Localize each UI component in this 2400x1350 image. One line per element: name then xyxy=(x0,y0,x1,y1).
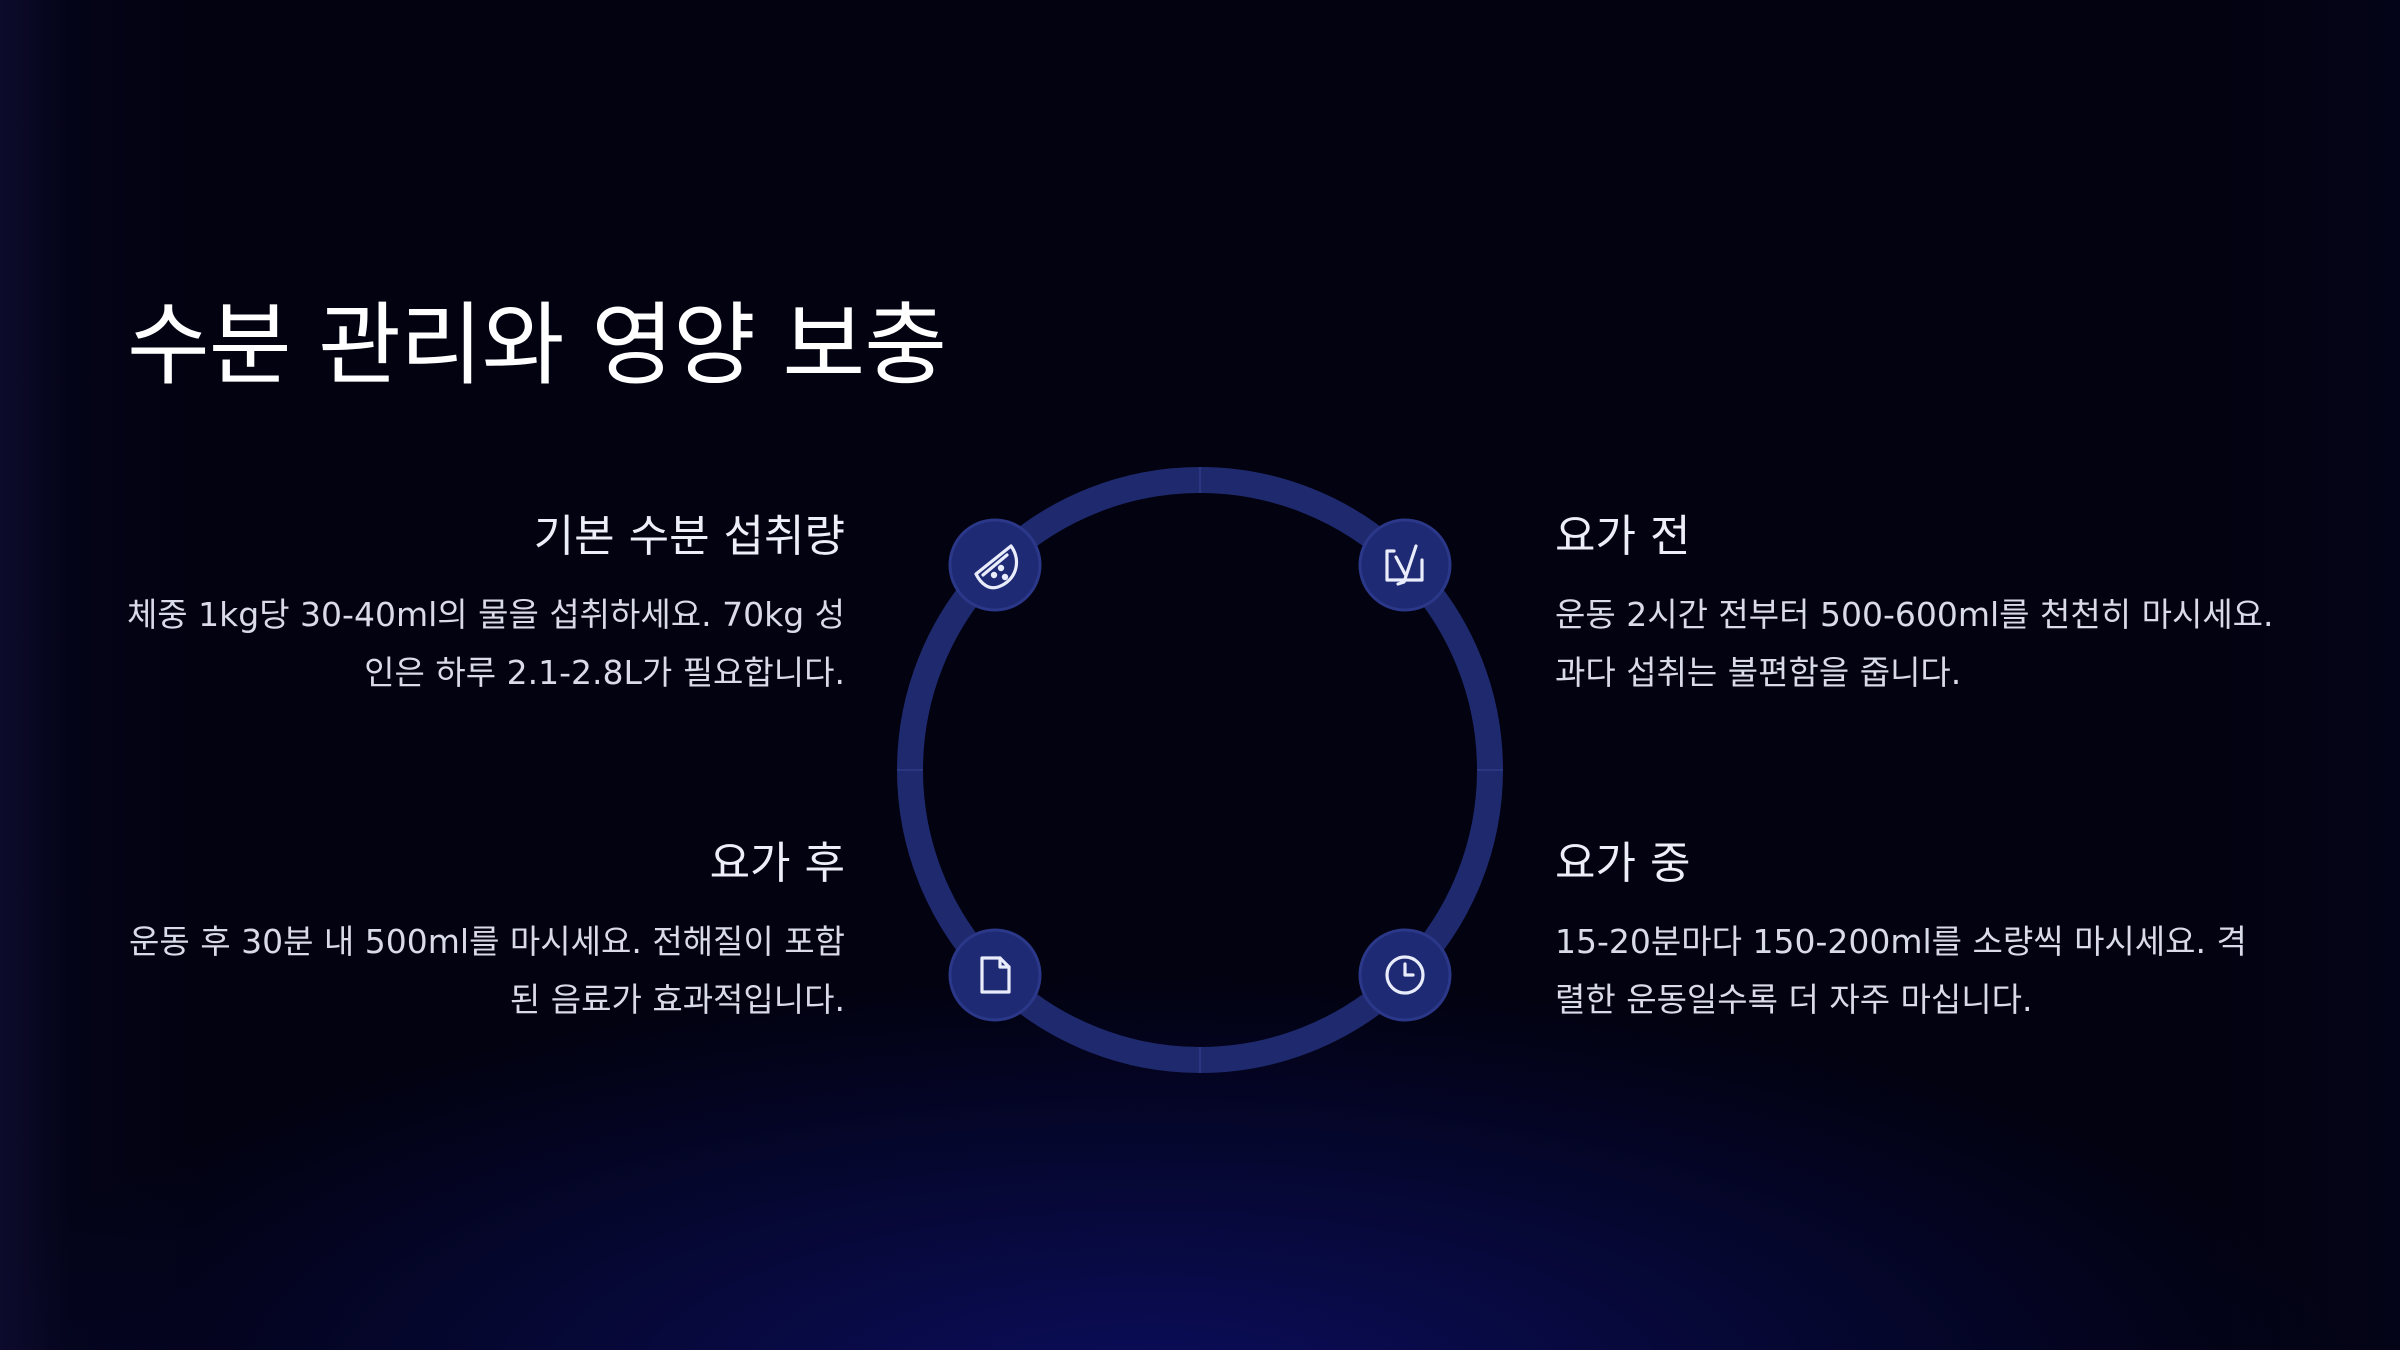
during-yoga-heading: 요가 중 xyxy=(1555,838,1691,889)
after-yoga-heading: 요가 후 xyxy=(709,838,845,889)
page-title: 수분 관리와 영양 보충 xyxy=(127,293,947,398)
watermelon-icon xyxy=(974,544,1019,590)
ring-tick-marks xyxy=(897,467,1503,1073)
node-basic xyxy=(948,518,1042,612)
basic-intake-block: 기본 수분 섭취량 체중 1kg당 30-40ml의 물을 섭취하세요. 70k… xyxy=(125,500,845,702)
yoast-icon xyxy=(1385,544,1424,586)
node-after-circle xyxy=(948,928,1042,1022)
after-yoga-block: 요가 후 운동 후 30분 내 500ml를 마시세요. 전해질이 포함된 음료… xyxy=(125,827,845,1029)
before-yoga-heading: 요가 전 xyxy=(1555,511,1691,562)
during-yoga-text: 15-20분마다 150-200ml를 소량씩 마시세요. 격렬한 운동일수록 … xyxy=(1555,922,2247,1019)
node-before-circle xyxy=(1358,518,1452,612)
after-yoga-text: 운동 후 30분 내 500ml를 마시세요. 전해질이 포함된 음료가 효과적… xyxy=(129,922,845,1019)
node-during xyxy=(1358,928,1452,1022)
before-yoga-block: 요가 전 운동 2시간 전부터 500-600ml를 천천히 마시세요. 과다 … xyxy=(1555,500,2275,702)
during-yoga-block: 요가 중 15-20분마다 150-200ml를 소량씩 마시세요. 격렬한 운… xyxy=(1555,827,2275,1029)
before-yoga-text: 운동 2시간 전부터 500-600ml를 천천히 마시세요. 과다 섭취는 불… xyxy=(1555,595,2274,692)
file-icon xyxy=(980,956,1011,994)
clock-icon xyxy=(1385,955,1425,995)
node-before xyxy=(1358,518,1452,612)
node-after xyxy=(948,928,1042,1022)
basic-intake-text: 체중 1kg당 30-40ml의 물을 섭취하세요. 70kg 성인은 하루 2… xyxy=(126,595,845,692)
basic-intake-heading: 기본 수분 섭취량 xyxy=(533,511,845,562)
cycle-diagram xyxy=(897,467,1503,1073)
